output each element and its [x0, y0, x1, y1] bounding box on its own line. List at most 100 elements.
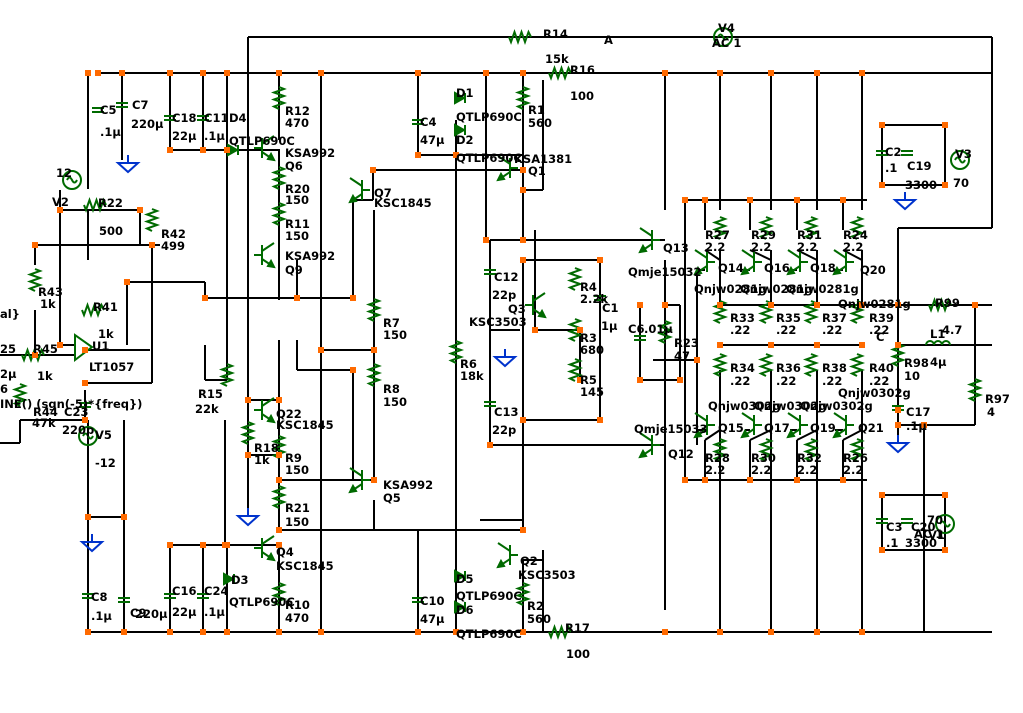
label-R45: R45: [33, 342, 58, 356]
wire: [842, 249, 863, 261]
label-R32v: 2.2: [797, 463, 817, 477]
node-dot: [942, 122, 948, 128]
transistor-symbol: [740, 249, 762, 276]
label-C23: C23: [64, 405, 88, 419]
resistor-symbol: [365, 298, 383, 322]
label-Q19: Q19: [810, 421, 836, 435]
node-dot: [453, 629, 459, 635]
label-R35: R35: [776, 311, 801, 325]
label-in1: al}: [0, 307, 20, 321]
node-dot: [794, 197, 800, 203]
node-dot: [895, 407, 901, 413]
label-C13: C13: [494, 405, 518, 419]
node-dot: [57, 207, 63, 213]
voltage-source-symbol: [78, 426, 98, 446]
label-C16v: 22µ: [172, 605, 197, 619]
node-dot: [942, 547, 948, 553]
label-R26v: 2.2: [843, 463, 863, 477]
wire: [704, 249, 721, 261]
node-dot: [483, 70, 489, 76]
label-in3: 2µ: [0, 367, 17, 381]
label-R38v: .22: [822, 374, 842, 388]
resistor-symbol: [566, 318, 584, 342]
label-R4v: 2.2k: [580, 292, 608, 306]
resistor-symbol: [757, 438, 775, 462]
node-dot: [768, 629, 774, 635]
transistor-symbol: [832, 249, 854, 276]
resistor-symbol: [889, 343, 907, 367]
label-R43: R43: [38, 285, 63, 299]
label-C7: C7: [132, 98, 148, 112]
label-R1: R1: [528, 103, 545, 117]
node-dot: [942, 492, 948, 498]
voltage-source-symbol: [62, 170, 82, 190]
label-R7: R7: [383, 316, 400, 330]
node-dot: [879, 182, 885, 188]
node-dot: [682, 477, 688, 483]
node-dot: [200, 70, 206, 76]
label-Q16v: Qnjw0281g: [740, 282, 813, 296]
label-C4: C4: [420, 115, 436, 129]
node-dot: [702, 477, 708, 483]
node-dot: [895, 422, 901, 428]
voltage-source-symbol: [950, 150, 970, 170]
capacitor-symbol: [118, 597, 130, 603]
opamp-symbol: [74, 333, 94, 363]
label-R21v: 150: [285, 515, 309, 529]
transistor-symbol: [348, 177, 370, 204]
label-Q7: Q7: [374, 186, 392, 200]
node-dot: [520, 167, 526, 173]
label-R28v: 2.2: [705, 463, 725, 477]
label-C8v: .1µ: [91, 609, 112, 623]
label-V1: V1: [928, 528, 945, 542]
capacitor-symbol: [412, 597, 424, 603]
node-dot: [276, 527, 282, 533]
label-R12: R12: [285, 104, 310, 118]
node-dot: [224, 542, 230, 548]
label-Q17v: Qnjw0302g: [754, 399, 827, 413]
capacitor-symbol: [164, 593, 176, 599]
transistor-symbol: [254, 135, 276, 162]
label-R23v: 47: [674, 349, 690, 363]
node-dot: [318, 70, 324, 76]
label-R22: R22: [98, 196, 123, 210]
label-C10v: 47µ: [420, 612, 445, 626]
node-dot: [717, 302, 723, 308]
node-dot: [747, 477, 753, 483]
label-R8v: 150: [383, 395, 407, 409]
ground-symbol: [235, 508, 261, 527]
label-R99v: 4.7: [942, 323, 962, 337]
label-C24v: .1µ: [204, 605, 225, 619]
resistor-symbol: [848, 353, 866, 377]
label-R16: R16: [570, 63, 595, 77]
diode-symbol: [454, 569, 467, 583]
label-Q13: Q13: [663, 241, 689, 255]
label-Q2v: KSC3503: [518, 568, 576, 582]
node-dot: [200, 542, 206, 548]
resistor-symbol: [711, 300, 729, 324]
label-Q5v: KSA992: [383, 478, 433, 492]
node-dot: [814, 342, 820, 348]
label-C19: C19: [907, 159, 931, 173]
components: [11, 27, 984, 641]
node-dot: [520, 237, 526, 243]
nodes: [32, 70, 978, 635]
diode-symbol: [454, 123, 467, 137]
label-R5v: 145: [580, 385, 604, 399]
node-dot: [694, 357, 700, 363]
diode-symbol: [454, 91, 467, 105]
resistor-symbol: [365, 363, 383, 387]
capacitor-symbol: [634, 335, 646, 341]
label-C11: C11: [204, 111, 228, 125]
node-dot: [415, 629, 421, 635]
label-D6v: QTLP690C: [456, 627, 522, 641]
label-Q22v: KSC1845: [276, 418, 334, 432]
label-Q16: Q16: [764, 261, 790, 275]
node-dot: [840, 477, 846, 483]
node-dot: [717, 342, 723, 348]
resistor-symbol: [270, 166, 288, 190]
transistor-symbol: [786, 412, 808, 439]
ground-symbol: [885, 435, 911, 454]
label-Q19v: Qnjw0302g: [800, 399, 873, 413]
